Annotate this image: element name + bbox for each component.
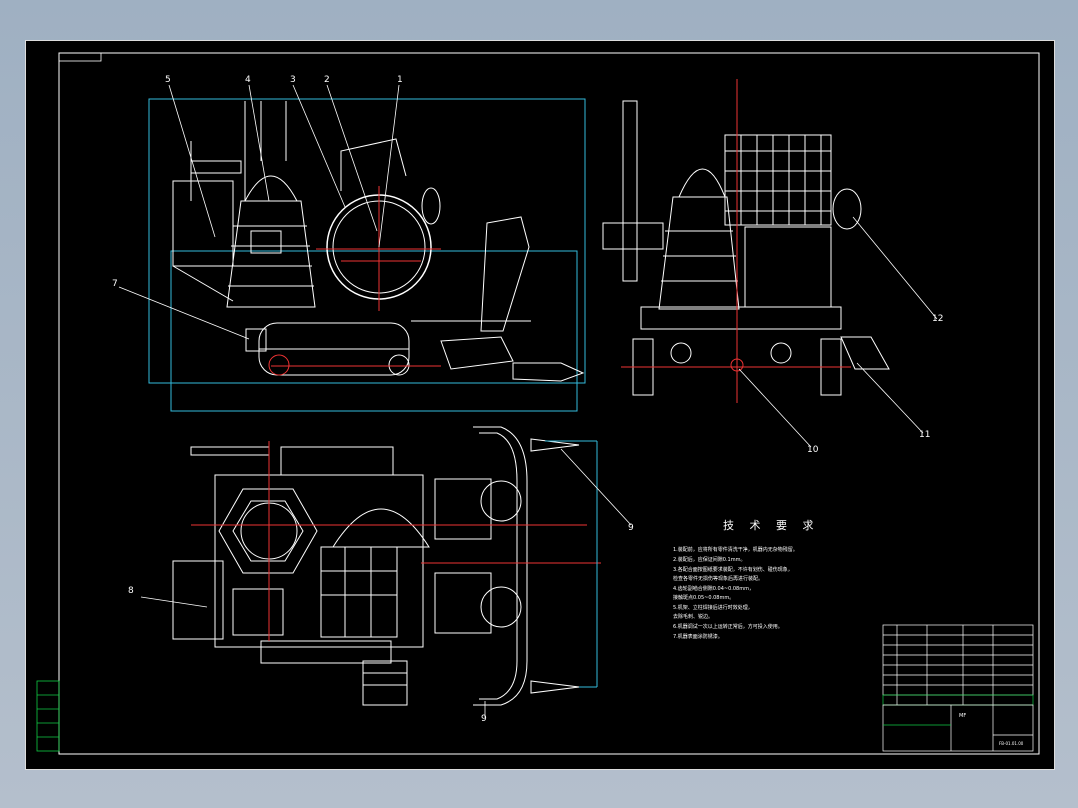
balloon-labels: 1 2 3 4 5 7 8 9 9 10 11 12 [112,75,943,724]
note-line: 去除毛刺、锐边。 [673,614,714,620]
note-line: 6.机器调试一次以上运转正常后，方可投入使用。 [673,624,783,630]
note-line: 3.各配合面按图纸要求装配，不许有划伤、碰伤现象， [673,567,793,573]
cad-drawing: 1 2 3 4 5 7 8 9 9 10 11 12 [36,52,1040,755]
balloon-7: 7 [112,279,118,289]
balloon-9b: 9 [481,714,487,724]
balloon-8: 8 [128,586,134,596]
note-line: 接触斑点0.05~0.08mm。 [673,595,735,601]
top-view [172,426,601,706]
note-line: 2.装配后，应保证间隙0.1mm。 [673,557,746,563]
title-block [882,624,1034,752]
note-line: 5.机架、立柱焊接后进行时效处理， [673,605,753,611]
drawing-sheet: 1 2 3 4 5 7 8 9 9 10 11 12 [25,40,1055,770]
balloon-1: 1 [397,75,403,85]
balloon-11: 11 [919,430,930,440]
title-block-label: MF [959,713,966,719]
note-line: 7.机器表面涂防锈漆。 [673,634,723,640]
revision-stamp [36,680,60,752]
balloon-12: 12 [932,314,943,324]
balloon-2: 2 [324,75,330,85]
balloon-10: 10 [807,445,819,455]
front-view [148,98,586,412]
balloon-4: 4 [245,75,251,85]
balloon-3: 3 [290,75,296,85]
leader-lines [118,84,938,717]
balloon-5: 5 [165,75,171,85]
notes-title: 技 术 要 求 [723,519,820,532]
drawing-number: FB-01.01.00 [999,741,1024,746]
note-line: 1.装配前，应将所有零件清洗干净，机器内无杂物残留。 [673,547,798,553]
note-line: 4.齿轮副啮合侧隙0.04~0.08mm， [673,586,754,592]
balloon-9a: 9 [628,523,634,533]
note-line: 检查各零件无损伤等现象后再进行装配。 [673,576,764,582]
side-view [602,79,890,403]
